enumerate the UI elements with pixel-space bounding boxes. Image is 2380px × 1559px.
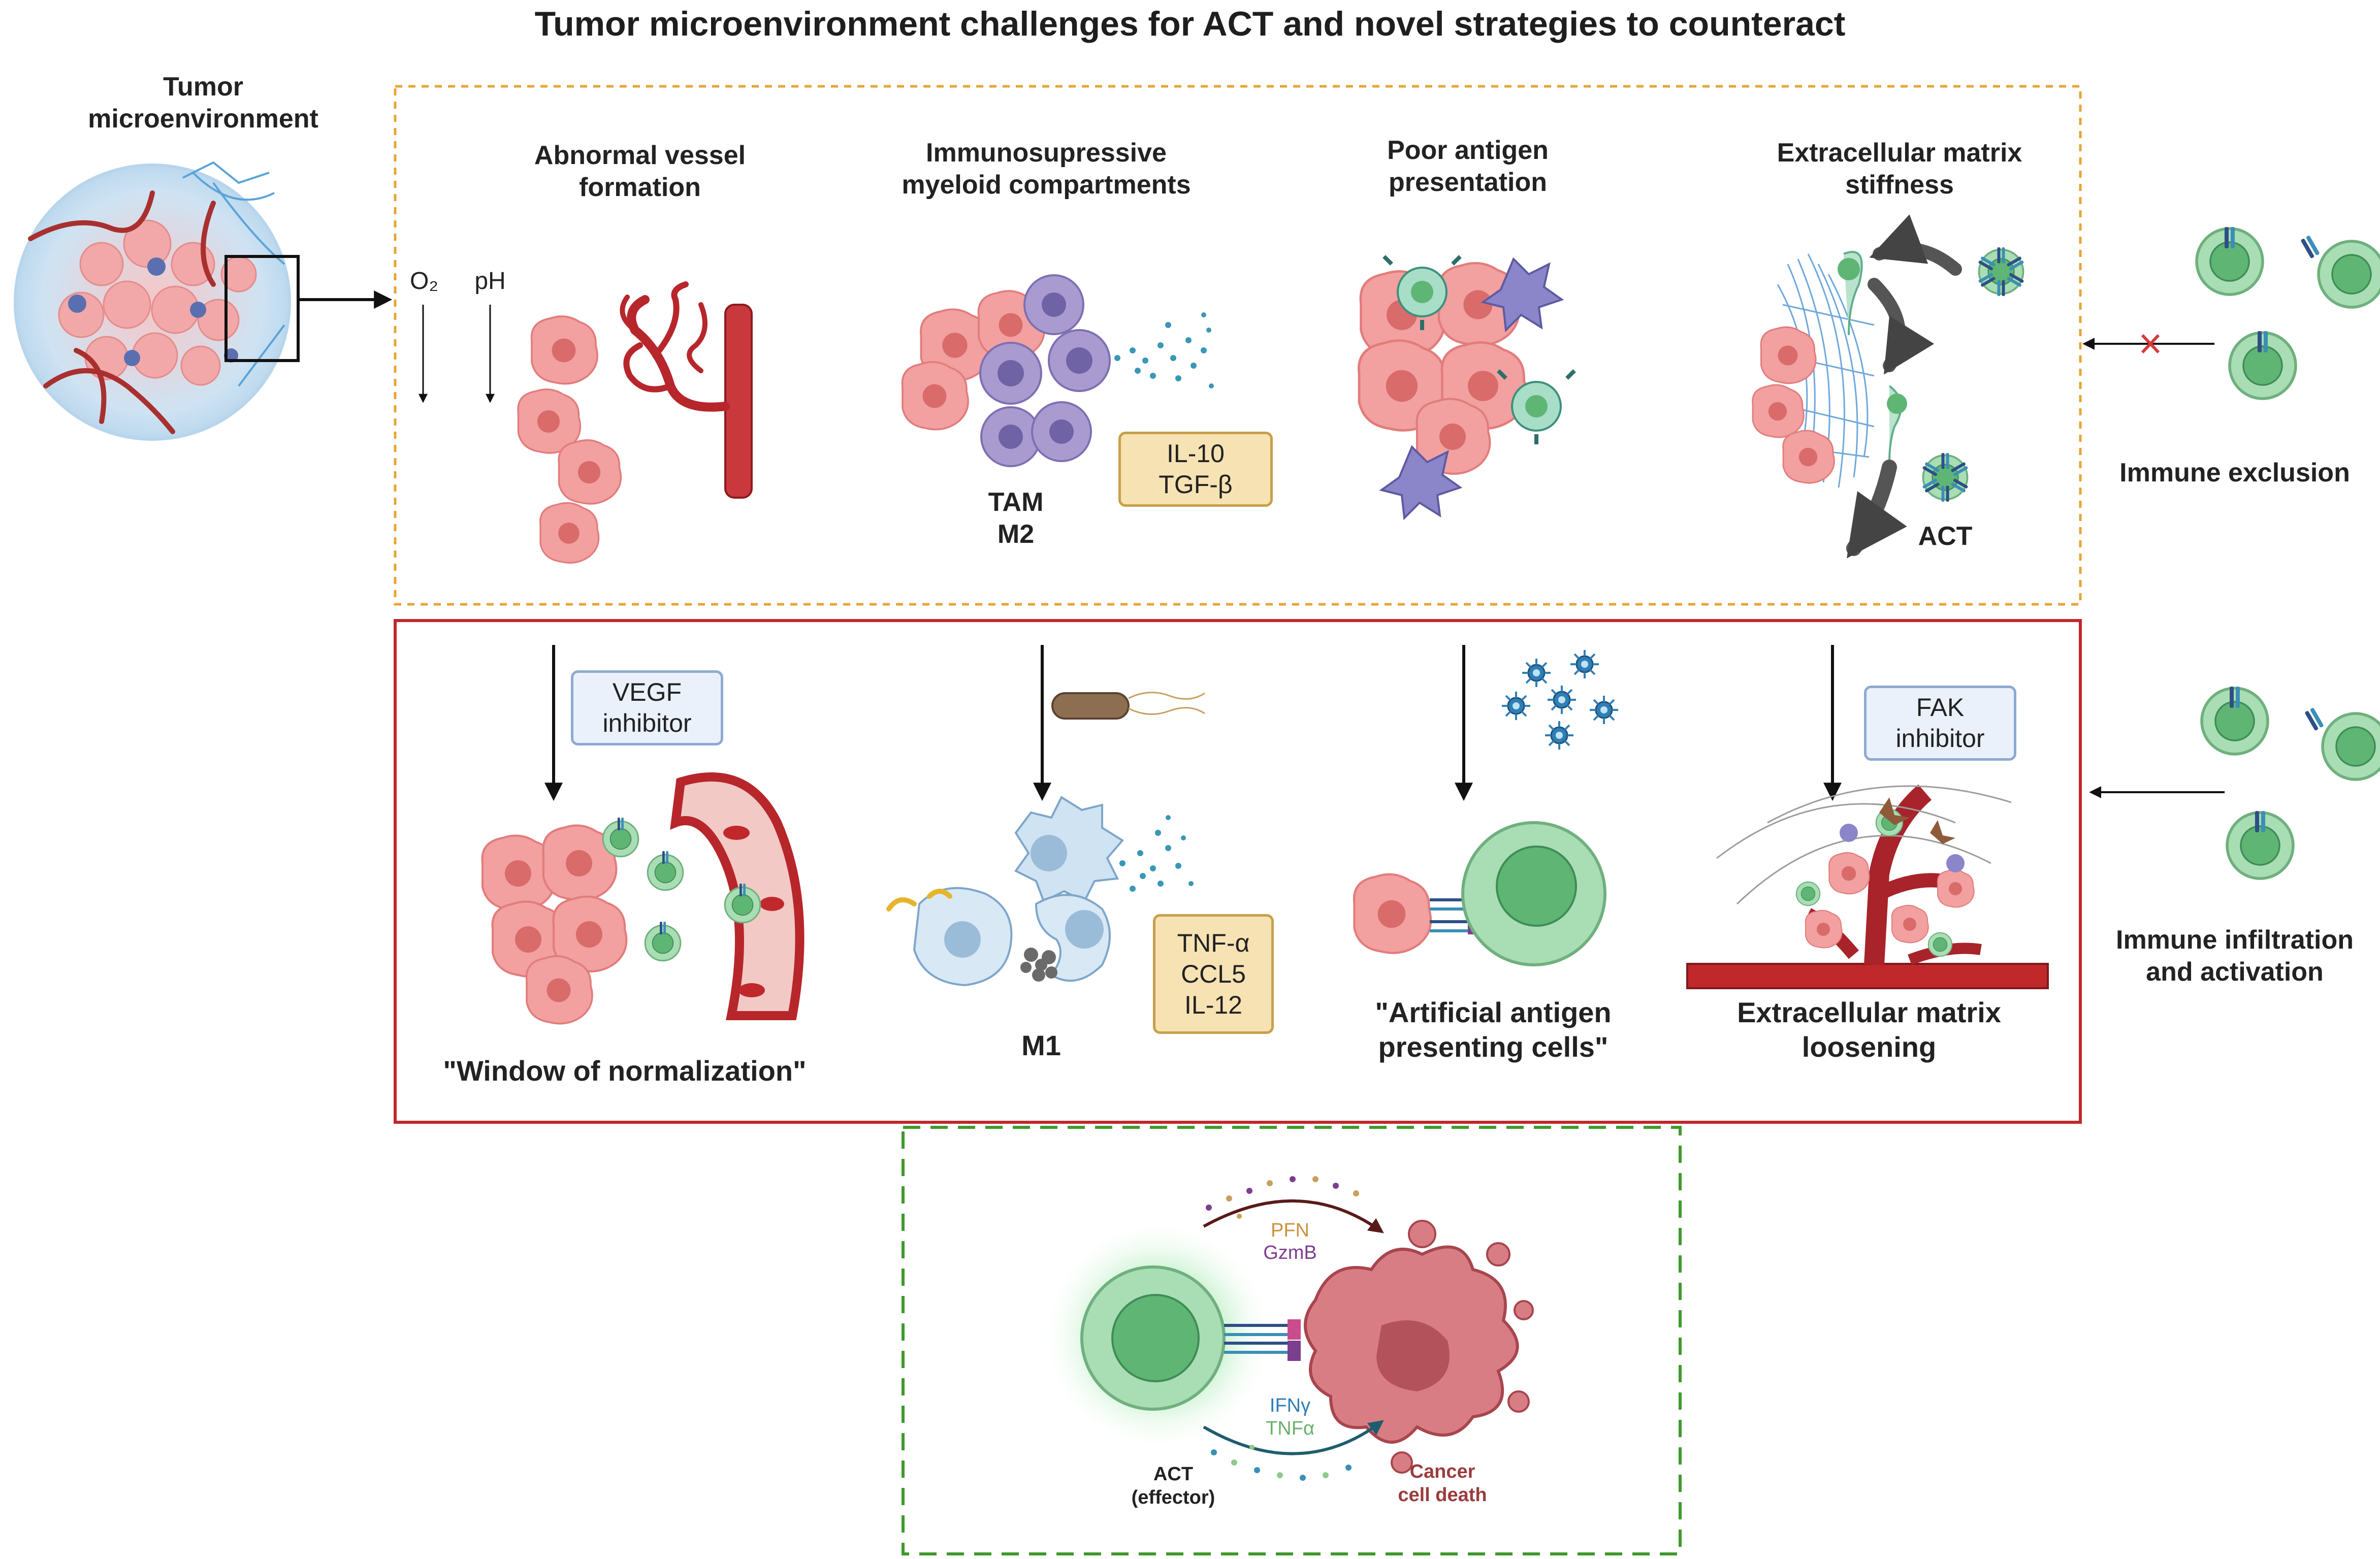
ecm-deflection-arrows bbox=[1846, 214, 1962, 559]
pfn-label: PFN bbox=[1271, 1220, 1309, 1241]
tcr-mhc-synapse bbox=[1224, 1319, 1301, 1361]
macrophage-icon bbox=[886, 796, 1124, 987]
tumor-cell-icon bbox=[517, 315, 622, 564]
effector-frame bbox=[902, 1126, 1682, 1555]
aapc-label: "Artificial antigen presenting cells" bbox=[1375, 996, 1612, 1063]
cancer-cell-death-label: Cancer cell death bbox=[1398, 1461, 1487, 1506]
ph-label: pH bbox=[474, 268, 506, 295]
tnfa-label: TNFα bbox=[1266, 1418, 1314, 1439]
nanoparticle-icon bbox=[1501, 649, 1619, 751]
strategies-frame bbox=[394, 619, 2082, 1124]
t-cell-icon bbox=[2202, 687, 2380, 879]
immune-infiltration-label: Immune infiltration and activation bbox=[2116, 925, 2354, 987]
bacterium-icon bbox=[1051, 692, 1205, 720]
tumor-sphere-icon bbox=[14, 161, 300, 441]
pfn-gzmb-arrow bbox=[1203, 1199, 1384, 1233]
tumor-cell-icon bbox=[1752, 326, 1835, 484]
cytokine-dots bbox=[1119, 815, 1194, 892]
macrophage-icon bbox=[901, 274, 1111, 467]
ifng-tnfa-arrow bbox=[1203, 1420, 1384, 1455]
ecm-fiber-icon bbox=[1716, 785, 2012, 905]
gzmb-label: GzmB bbox=[1263, 1242, 1317, 1263]
tumor-microenvironment-label: Tumor microenvironment bbox=[88, 72, 318, 134]
il10-tgfb-box: IL-10 TGF-β bbox=[1118, 432, 1273, 507]
act-effector-label: ACT (effector) bbox=[1131, 1464, 1215, 1509]
immune-exclusion-label: Immune exclusion bbox=[2119, 458, 2350, 488]
cytokine-dots bbox=[1114, 312, 1214, 388]
t-cell-icon bbox=[1838, 247, 2024, 502]
t-cell-icon bbox=[1080, 1265, 1226, 1411]
dendritic-cell-icon bbox=[1359, 255, 1576, 521]
ecm-heading: Extracellular matrix stiffness bbox=[1777, 138, 2022, 200]
t-cell-icon bbox=[2197, 227, 2380, 399]
t-cell-icon bbox=[1461, 821, 1606, 966]
tam-m2-label: TAM M2 bbox=[988, 488, 1044, 549]
vessel-heading: Abnormal vessel formation bbox=[534, 141, 746, 203]
act-label: ACT bbox=[1918, 522, 1973, 551]
vegf-inhibitor-box: VEGF inhibitor bbox=[571, 670, 723, 745]
tumor-cell-icon bbox=[481, 824, 628, 1025]
blocked-x-icon bbox=[2141, 334, 2160, 354]
m1-label: M1 bbox=[1021, 1029, 1061, 1061]
figure-title: Tumor microenvironment challenges for AC… bbox=[534, 5, 1846, 43]
blood-vessel-icon bbox=[620, 281, 753, 499]
window-normalization-label: "Window of normalization" bbox=[443, 1055, 807, 1087]
cancer-cell-death-icon bbox=[1304, 1220, 1534, 1474]
fak-inhibitor-box: FAK inhibitor bbox=[1864, 686, 2016, 761]
tumor-cell-icon bbox=[1354, 874, 1431, 953]
ifng-label: IFNγ bbox=[1269, 1395, 1311, 1416]
o2-label: O₂ bbox=[410, 268, 438, 295]
antigen-heading: Poor antigen presentation bbox=[1387, 136, 1549, 198]
ecm-loosening-label: Extracellular matrix loosening bbox=[1737, 996, 2001, 1063]
challenges-frame bbox=[394, 85, 2082, 606]
myeloid-heading: Immunosupressive myeloid compartments bbox=[902, 138, 1191, 200]
blood-vessel-icon bbox=[1686, 784, 2049, 989]
granule-dots bbox=[1206, 1176, 1359, 1481]
tnfa-ccl5-il12-box: TNF-α CCL5 IL-12 bbox=[1153, 914, 1274, 1034]
